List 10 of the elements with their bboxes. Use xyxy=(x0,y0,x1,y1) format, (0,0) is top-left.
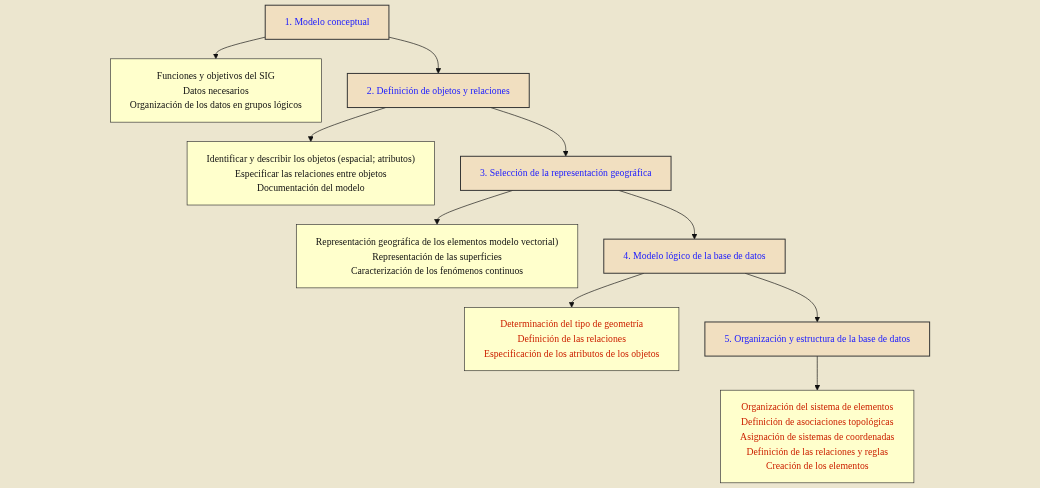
node-box: Representación geográfica de los elementos modelo vectorial) Representación de las superficies Caracterización de los fenómenos continuos xyxy=(296,224,579,289)
node-box: 1. Modelo conceptual xyxy=(264,4,390,40)
node-box: 2. Definición de objetos y relaciones xyxy=(346,72,530,109)
node-box: Organización del sistema de elementos Definición de asociaciones topológicas Asignación de sistemas de coordenadas Definición de las relaciones y reglas Creación de los elementos xyxy=(720,389,915,484)
node-box: Identificar y describir los objetos (espacial; atributos) Especificar las relaciones entre objetos Documentación del modelo xyxy=(186,141,435,206)
node-box: 5. Organización y estructura de la base de datos xyxy=(704,321,931,357)
node-box: 3. Selección de la representación geográfica xyxy=(460,155,672,191)
node-box: Determinación del tipo de geometría Definición de las relaciones Especificación de los atributos de los objetos xyxy=(464,307,680,372)
node-box: 4. Modelo lógico de la base de datos xyxy=(603,238,786,274)
node-box: Funciones y objetivos del SIG Datos necesarios Organización de los datos en grupos lógicos xyxy=(110,58,322,123)
